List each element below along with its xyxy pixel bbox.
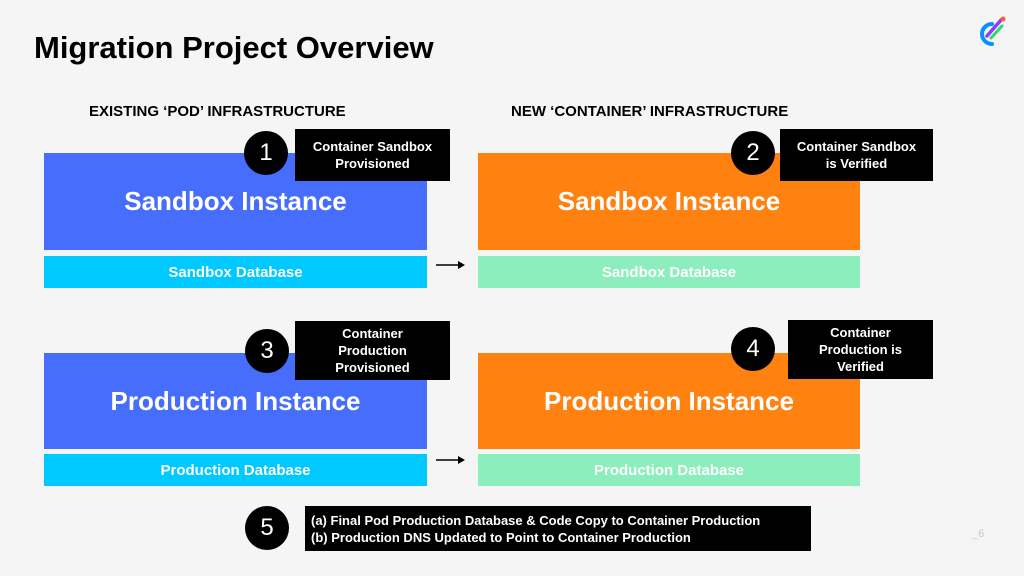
step-4-line-3: Verified [837,359,884,374]
container-sandbox-database: Sandbox Database [478,256,860,288]
step-4-line-1: Container [830,325,891,340]
step-1-badge: 1 [244,131,288,175]
step-3-line-3: Provisioned [335,360,410,375]
step-2-line-1: Container Sandbox [796,139,917,154]
pod-sandbox-database: Sandbox Database [44,256,427,288]
new-infrastructure-header: NEW ‘CONTAINER’ INFRASTRUCTURE [511,103,789,120]
existing-infrastructure-header: EXISTING ‘POD’ INFRASTRUCTURE [89,103,346,120]
step-2-note: Container Sandbox is Verified [780,129,933,181]
step-5-badge: 5 [245,506,289,550]
step-2-badge: 2 [731,131,775,175]
pod-production-database: Production Database [44,454,427,486]
step-3-line-2: Production [338,343,407,358]
page-number: _6 [972,528,985,540]
logo-icon [972,14,1008,50]
step-5-line-b: (b) Production DNS Updated to Point to C… [311,529,691,545]
step-2-line-2: is Verified [825,156,888,171]
step-1-line-2: Provisioned [335,156,410,171]
step-5-note: (a) Final Pod Production Database & Code… [305,506,811,551]
page-title: Migration Project Overview [34,30,434,65]
container-production-instance: Production Instance [478,353,860,449]
step-4-badge: 4 [731,327,775,371]
step-1-line-1: Container Sandbox [312,139,433,154]
step-3-badge: 3 [245,329,289,373]
right-arrow-icon [436,453,466,467]
step-5-line-a: (a) Final Pod Production Database & Code… [311,512,761,528]
step-4-line-2: Production is [818,342,903,357]
container-production-database: Production Database [478,454,860,486]
right-arrow-icon [436,258,466,272]
step-3-line-1: Container [342,326,403,341]
